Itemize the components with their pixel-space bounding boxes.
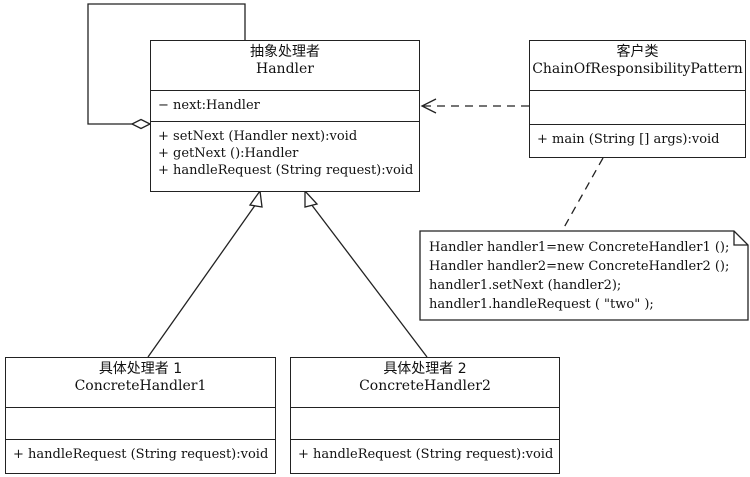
concrete-handler2-name-en: ConcreteHandler2	[359, 378, 491, 394]
client-class: 客户类 ChainOfResponsibilityPattern + main …	[529, 40, 746, 158]
client-class-header: 客户类 ChainOfResponsibilityPattern	[530, 41, 745, 91]
client-class-name-cn: 客户类	[616, 44, 659, 60]
note-anchor-line	[561, 157, 604, 232]
client-attributes	[530, 91, 745, 125]
concrete-handler2-attributes	[291, 408, 559, 440]
generalization-line-2	[310, 203, 428, 358]
concrete-handler2-methods: + handleRequest (String request):void	[291, 440, 559, 463]
generalization-arrowhead-2	[304, 189, 319, 208]
concrete-handler1-methods: + handleRequest (String request):void	[6, 440, 275, 463]
handler-method: + getNext ():Handler	[158, 146, 299, 161]
concrete-handler1-name-cn: 具体处理者 1	[98, 361, 183, 377]
handler-attribute: − next:Handler	[158, 98, 260, 113]
concrete-handler1-class: 具体处理者 1 ConcreteHandler1 + handleRequest…	[5, 357, 276, 474]
code-note: Handler handler1=new ConcreteHandler1 ()…	[420, 231, 748, 320]
note-line: handler1.handleRequest ( "two" );	[429, 297, 654, 312]
handler-method: + handleRequest (String request):void	[158, 163, 414, 178]
generalization-line-1	[147, 203, 257, 358]
handler-attributes: − next:Handler	[151, 91, 419, 122]
note-line: Handler handler2=new ConcreteHandler2 ()…	[429, 259, 730, 274]
concrete-handler2-method: + handleRequest (String request):void	[298, 447, 554, 462]
note-line: Handler handler1=new ConcreteHandler1 ()…	[429, 240, 730, 255]
generalization-arrowhead-1	[248, 189, 263, 208]
client-class-name-en: ChainOfResponsibilityPattern	[532, 61, 743, 77]
concrete-handler2-class: 具体处理者 2 ConcreteHandler2 + handleRequest…	[290, 357, 560, 474]
self-association-line	[87, 3, 246, 125]
handler-class-header: 抽象处理者 Handler	[151, 41, 419, 91]
concrete-handler2-name-cn: 具体处理者 2	[383, 361, 467, 377]
handler-class-name-cn: 抽象处理者	[250, 44, 320, 60]
concrete-handler2-header: 具体处理者 2 ConcreteHandler2	[291, 358, 559, 408]
handler-method: + setNext (Handler next):void	[158, 129, 358, 144]
client-method: + main (String [] args):void	[537, 132, 720, 147]
concrete-handler1-header: 具体处理者 1 ConcreteHandler1	[6, 358, 275, 408]
note-fold	[733, 231, 748, 246]
note-line: handler1.setNext (handler2);	[429, 278, 622, 293]
concrete-handler1-attributes	[6, 408, 275, 440]
handler-class: 抽象处理者 Handler − next:Handler + setNext (…	[150, 40, 420, 192]
note-shape	[419, 230, 749, 321]
handler-methods: + setNext (Handler next):void + getNext …	[151, 122, 419, 179]
client-methods: + main (String [] args):void	[530, 125, 745, 148]
concrete-handler1-name-en: ConcreteHandler1	[74, 378, 207, 394]
handler-class-name-en: Handler	[256, 61, 314, 77]
aggregation-diamond	[130, 118, 152, 130]
concrete-handler1-method: + handleRequest (String request):void	[13, 447, 269, 462]
dependency-arrowhead	[420, 98, 437, 114]
